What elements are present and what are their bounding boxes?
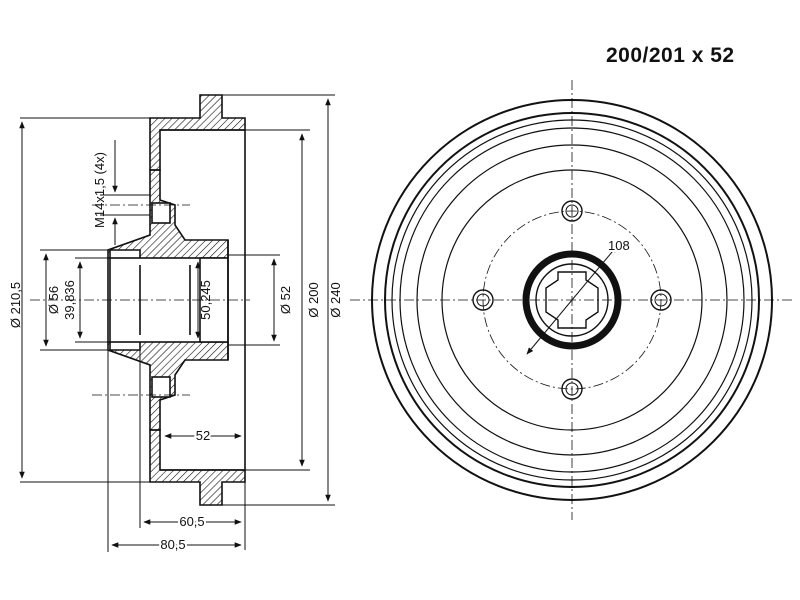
dim-diameter-56: Ø 56 [46,286,61,314]
drawing-title: 200/201 x 52 [606,44,735,67]
side-dimensions [19,94,335,552]
dim-thread: M14x1,5 (4x) [92,152,107,228]
dim-39-836: 39,836 [62,280,77,320]
dim-width-60-5: 60,5 [179,514,204,529]
top-flange [149,94,246,171]
dim-50-245: 50,245 [198,280,213,320]
dim-width-80-5: 80,5 [160,537,185,552]
pcd-dimension-line [526,245,618,355]
dim-pcd-108: 108 [608,238,630,253]
dim-diameter-200: Ø 200 [306,282,321,317]
dim-diameter-210: Ø 210,5 [8,282,23,328]
dim-width-52: 52 [196,428,210,443]
centerline-side [30,204,250,396]
dim-diameter-52: Ø 52 [278,286,293,314]
section-view [107,94,246,506]
dim-diameter-240: Ø 240 [328,282,343,317]
